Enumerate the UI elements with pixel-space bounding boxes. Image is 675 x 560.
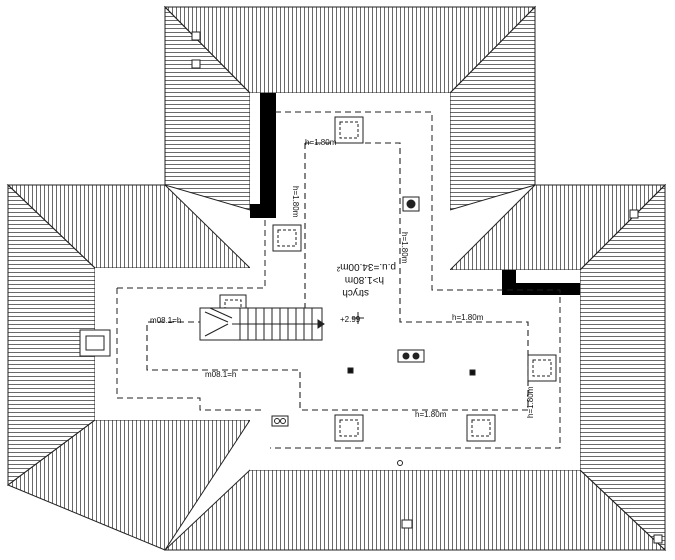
fixture-symbols — [271, 196, 476, 466]
height-label-bottom: h=1.80m — [415, 410, 447, 419]
wall-segment-top-left — [260, 93, 276, 218]
height-label-top: h=1.80m — [305, 138, 337, 147]
elevation-mark: +2.99 — [340, 315, 361, 324]
wall-segment-right-post — [502, 270, 516, 295]
staircase — [199, 307, 325, 341]
room-height: h>1.80m — [345, 274, 384, 285]
chimney-vents — [79, 116, 557, 442]
wall-segment-top-left-foot — [250, 204, 276, 218]
height-label-left-bottom: m08.1=h — [205, 370, 236, 379]
height-label-right-top: h=1.80m — [452, 313, 484, 322]
roof-top-wing — [163, 5, 537, 211]
height-label-left-top: m08.1=h — [150, 316, 181, 325]
height-label-left-vertical: h=1.80m — [291, 186, 300, 218]
roof-left-wing — [6, 183, 252, 551]
room-name: strych — [342, 287, 369, 298]
attic-interior — [95, 93, 580, 470]
height-label-right-vertical: h=1.80m — [526, 386, 535, 418]
knee-wall-line — [116, 111, 561, 449]
height-label-center-vertical: h=1.80m — [400, 232, 409, 264]
room-label: strych h>1.80m p.u.=34.00m² — [336, 261, 396, 298]
room-area: p.u.=34.00m² — [336, 261, 396, 272]
roof-bottom-wing — [163, 469, 667, 551]
roof-vent-markers — [191, 31, 663, 544]
